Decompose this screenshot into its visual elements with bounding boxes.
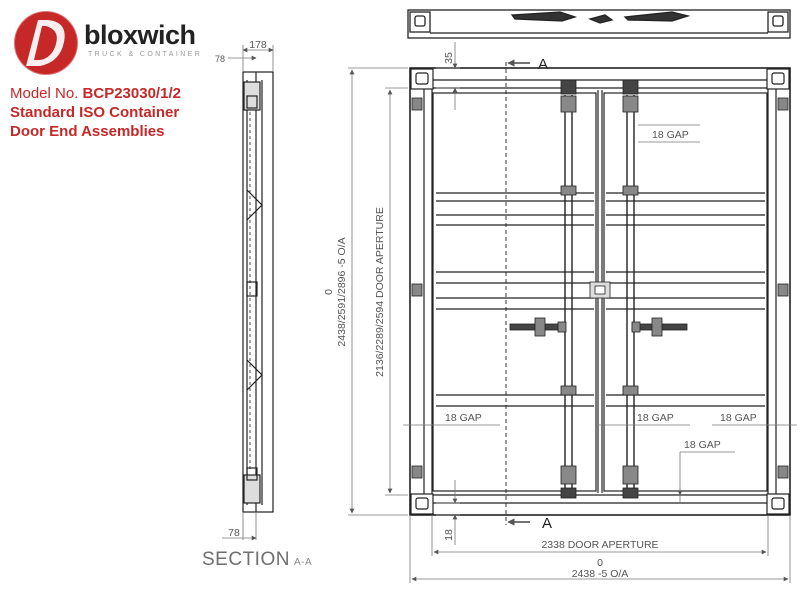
section-label-suffix: A-A: [293, 557, 313, 568]
brand-tagline: TRUCK & CONTAINER: [88, 51, 203, 58]
dim-left-zero: 0: [323, 289, 335, 295]
dim-bottom-zero: 0: [597, 557, 603, 569]
dim-gap-mid-left: 18 GAP: [445, 412, 482, 424]
dim-left-overall: 2438/2591/2896 -5 O/A: [336, 237, 348, 346]
dim-bottom-aperture: 2338 DOOR APERTURE: [541, 539, 658, 551]
title-line-3: Door End Assemblies: [10, 123, 165, 140]
dim-side-bottom-78: 78: [228, 527, 240, 539]
section-marker-bottom: A: [542, 515, 552, 532]
dim-top-35: 35: [443, 52, 455, 64]
door-hardware: [411, 79, 789, 499]
model-number-line: Model No. BCP23030/1/2: [10, 85, 181, 102]
title-line-2: Standard ISO Container: [10, 104, 180, 121]
brand-name: bloxwich: [84, 20, 196, 50]
dim-gap-lower: 18 GAP: [684, 439, 721, 451]
model-number: BCP23030/1/2: [82, 85, 181, 102]
dim-bottom-18: 18: [443, 529, 455, 541]
dim-side-178: 178: [249, 39, 267, 51]
dim-gap-mid-center: 18 GAP: [637, 412, 674, 424]
bloxwich-logo: [13, 10, 79, 76]
side-section-view: [242, 71, 274, 513]
dim-gap-upper: 18 GAP: [652, 129, 689, 141]
dim-bottom-overall: 2438 -5 O/A: [572, 568, 629, 580]
dim-gap-mid-right: 18 GAP: [720, 412, 757, 424]
side-view-dimensions: [222, 45, 274, 541]
section-cut-line: [505, 59, 530, 526]
door-end-front-view: [409, 67, 791, 516]
front-view-dimension-lines: [348, 42, 797, 583]
model-prefix: Model No.: [10, 85, 83, 102]
section-label-text: SECTION: [202, 549, 290, 570]
dim-left-aperture: 2136/2289/2594 DOOR APERTURE: [374, 207, 386, 377]
section-marker-top: A: [538, 56, 548, 73]
top-plan-view: [407, 9, 791, 39]
dim-side-top-78: 78: [215, 54, 225, 64]
